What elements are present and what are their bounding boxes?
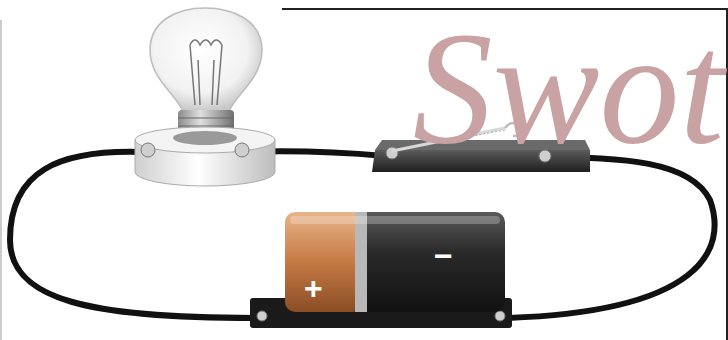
polarity-sign: − [434,240,453,272]
watermark: Swot [413,8,724,168]
polarity-sign: + [304,272,323,304]
